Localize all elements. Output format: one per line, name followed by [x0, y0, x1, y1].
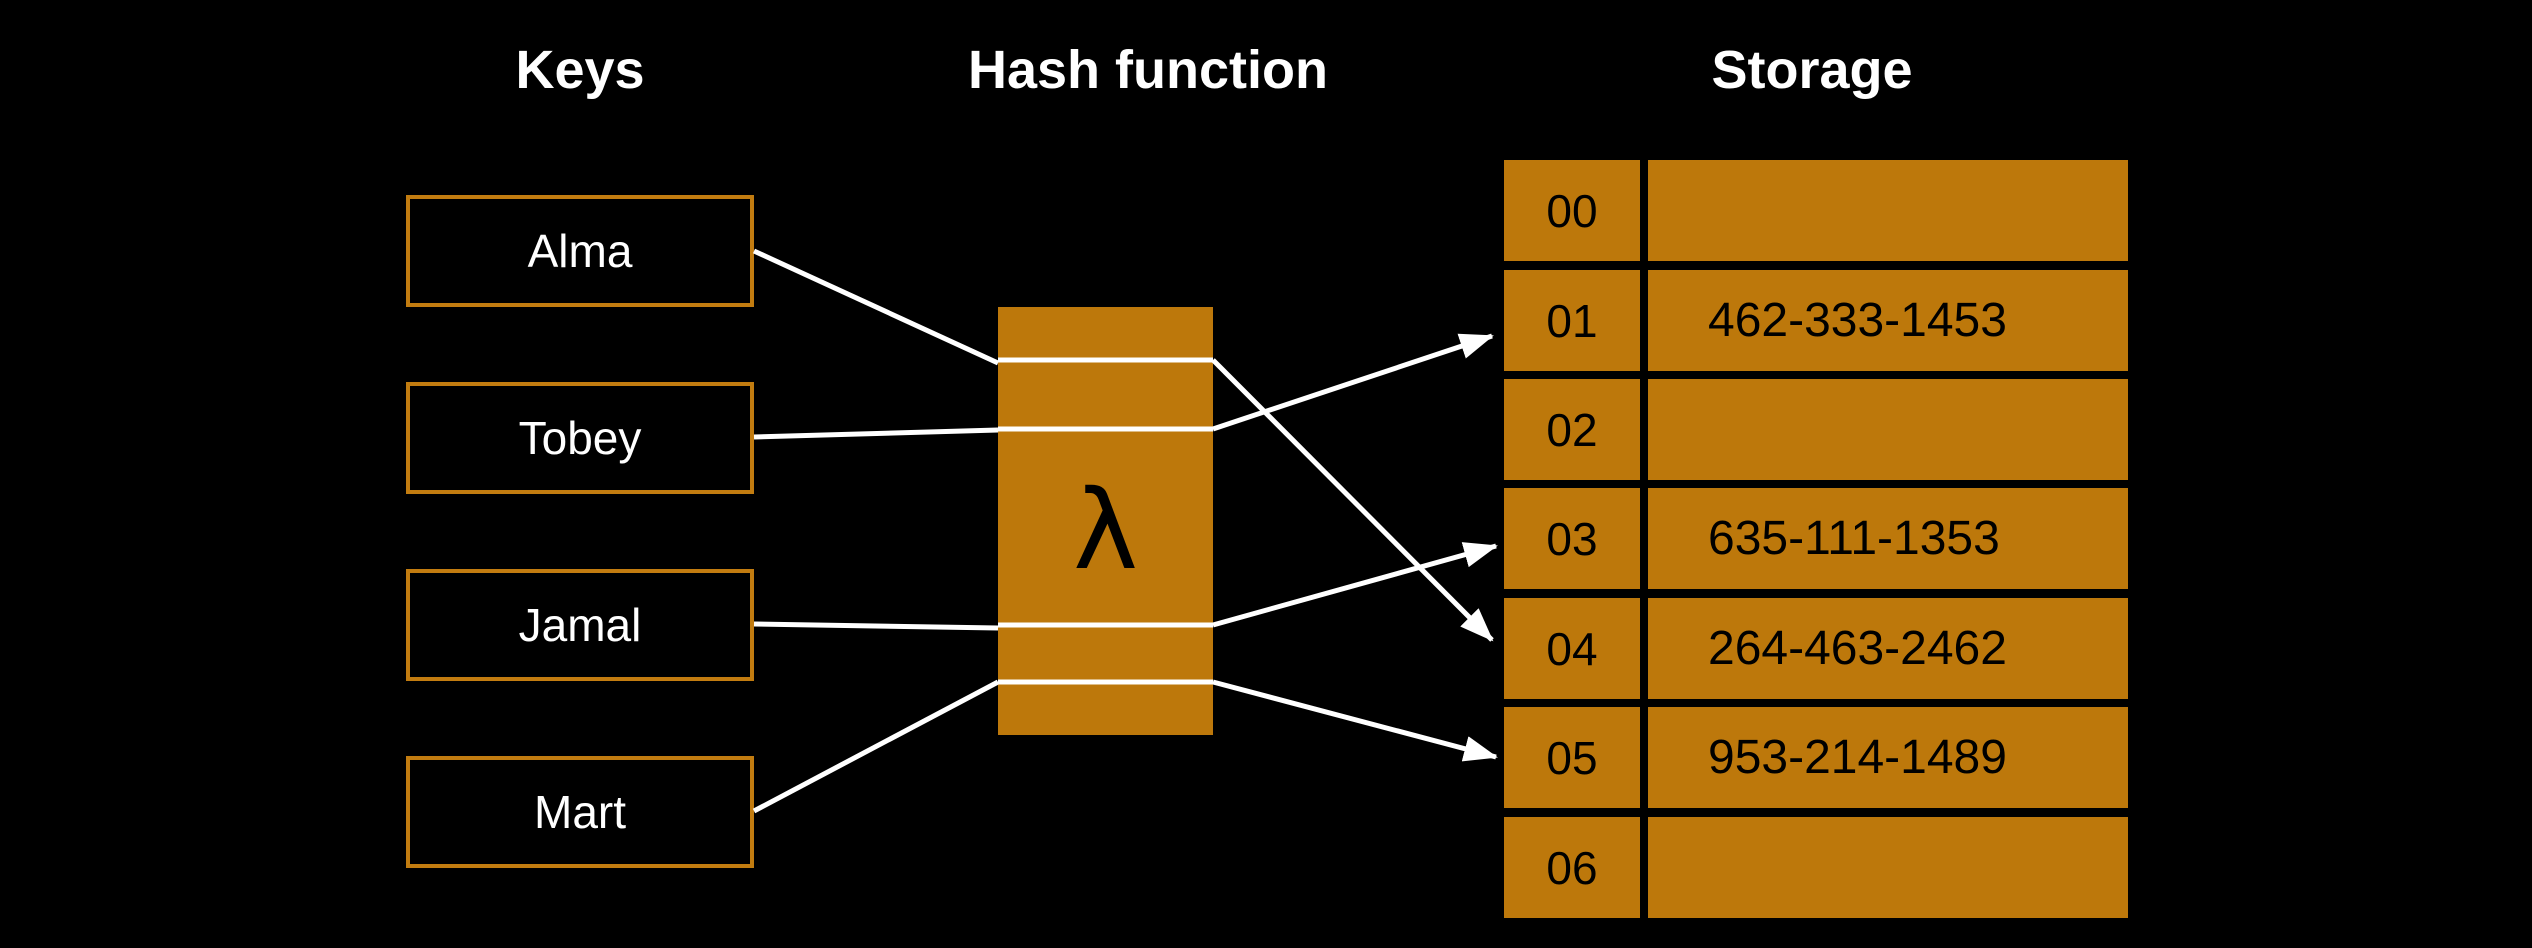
hash-function-box	[998, 307, 1213, 735]
storage-index-cell: 06	[1504, 817, 1640, 918]
storage-index-cell: 01	[1504, 270, 1640, 371]
key-box-mart: Mart	[406, 756, 754, 868]
key-to-hash-line	[753, 621, 999, 631]
key-to-hash-line	[753, 427, 999, 440]
storage-value-cell	[1648, 817, 2128, 918]
key-label: Tobey	[518, 412, 642, 464]
lambda-symbol: λ	[1072, 466, 1139, 594]
key-box-alma: Alma	[406, 195, 754, 307]
key-label: Jamal	[518, 599, 642, 651]
storage-index-cell: 03	[1504, 488, 1640, 589]
hash-to-slot-arrow	[1212, 542, 1498, 628]
storage-index-cell: 05	[1504, 707, 1640, 808]
key-label: Alma	[527, 225, 633, 277]
storage-index-cell: 00	[1504, 160, 1640, 261]
storage-value-cell: 953-214-1489	[1648, 707, 2128, 808]
hash-function-heading: Hash function	[968, 40, 1328, 100]
key-to-hash-line	[752, 248, 1000, 366]
storage-index-cell: 02	[1504, 379, 1640, 480]
storage-index-cell: 04	[1504, 598, 1640, 699]
storage-heading: Storage	[1711, 40, 1913, 100]
storage-value-cell: 462-333-1453	[1648, 270, 2128, 371]
key-to-hash-line	[752, 679, 1000, 814]
key-box-jamal: Jamal	[406, 569, 754, 681]
hash-to-slot-arrow	[1212, 333, 1494, 432]
keys-heading: Keys	[515, 40, 645, 100]
hash-to-slot-arrow	[1212, 679, 1498, 762]
storage-value-cell: 264-463-2462	[1648, 598, 2128, 699]
storage-value-cell: 635-111-1353	[1648, 488, 2128, 589]
storage-value-cell	[1648, 160, 2128, 261]
key-box-tobey: Tobey	[406, 382, 754, 494]
storage-value-cell	[1648, 379, 2128, 480]
key-label: Mart	[534, 786, 626, 838]
hash-to-slot-arrow	[1211, 358, 1494, 642]
